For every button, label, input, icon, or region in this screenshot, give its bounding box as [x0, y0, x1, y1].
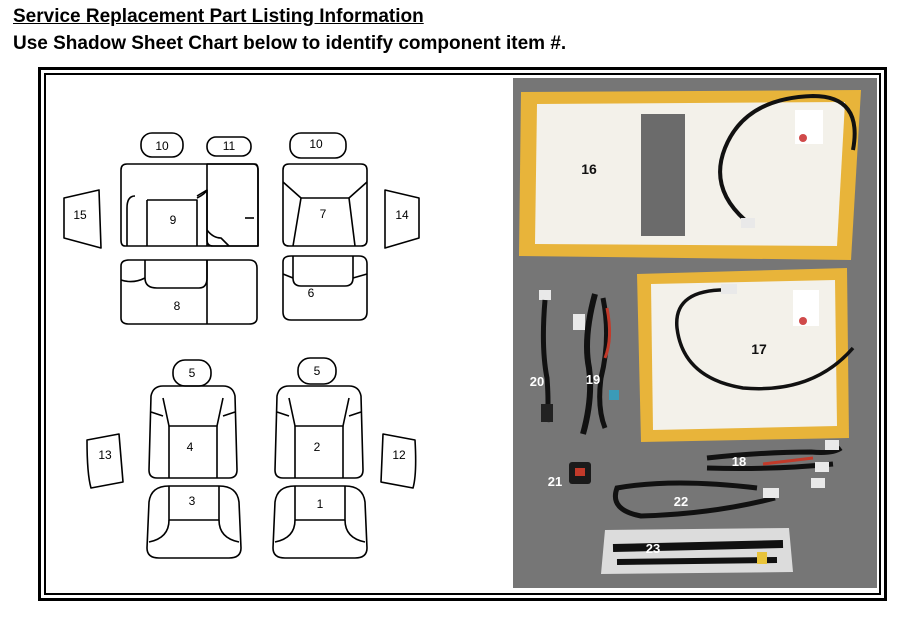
- rear-side-bolster-right: 14: [384, 189, 420, 249]
- front-side-bolster-left: 13: [86, 433, 124, 489]
- heater-pad-cushion: 17: [637, 268, 855, 442]
- rear-seatback-40: [206, 163, 259, 247]
- label-17: 17: [751, 341, 767, 357]
- harness-18: 18: [706, 440, 843, 472]
- shadow-sheet-diagram: 10 11 10 9: [49, 78, 513, 588]
- label-19: 19: [586, 372, 600, 387]
- page-title: Service Replacement Part Listing Informa…: [13, 6, 424, 27]
- label-5a: 5: [189, 366, 196, 380]
- parts-photo: 16 17 20 19: [513, 78, 877, 588]
- label-20: 20: [530, 374, 544, 389]
- harness-22: 22: [613, 478, 825, 519]
- label-18: 18: [732, 454, 746, 469]
- chart-inner-border: [44, 73, 881, 595]
- label-8: 8: [174, 299, 181, 313]
- front-headrest-right: 5: [297, 357, 337, 385]
- label-6: 6: [308, 286, 315, 300]
- harness-20: 20: [530, 290, 553, 423]
- front-side-bolster-right: 12: [380, 433, 417, 489]
- harness-19: 19: [573, 293, 619, 435]
- front-cushion-passenger: 3: [146, 485, 242, 559]
- label-13: 13: [98, 448, 112, 462]
- label-1: 1: [317, 497, 324, 511]
- label-12: 12: [392, 448, 406, 462]
- front-cushion-top-view: 6: [282, 255, 368, 321]
- chart-outer-border: [38, 67, 887, 601]
- rear-headrest-right: 10: [289, 132, 347, 159]
- label-3: 3: [189, 494, 196, 508]
- label-10b: 10: [309, 137, 323, 151]
- label-7: 7: [320, 207, 327, 221]
- front-seatback-passenger: 4: [148, 385, 238, 479]
- rear-cushion: 8: [120, 259, 258, 325]
- label-15: 15: [73, 208, 87, 222]
- label-16: 16: [581, 161, 597, 177]
- label-22: 22: [674, 494, 688, 509]
- label-9: 9: [170, 213, 177, 227]
- front-seatback-driver: 2: [274, 385, 364, 479]
- heater-pad-seatback: 16: [519, 90, 861, 260]
- switch-21: 21: [548, 462, 591, 489]
- rear-seatback-60: 9: [120, 163, 259, 247]
- hardware-bag-23: 23: [601, 528, 793, 574]
- front-cushion-driver: 1: [272, 485, 368, 559]
- rear-side-bolster-left: 15: [63, 189, 102, 249]
- label-21: 21: [548, 474, 562, 489]
- label-23: 23: [646, 541, 660, 556]
- label-11: 11: [223, 139, 236, 153]
- label-10a: 10: [155, 139, 169, 153]
- front-headrest-left: 5: [172, 359, 212, 387]
- page-subtitle: Use Shadow Sheet Chart below to identify…: [13, 33, 567, 54]
- front-seatback-rear-view: 7: [282, 163, 368, 247]
- label-14: 14: [395, 208, 409, 222]
- rear-headrest-left: 10: [140, 132, 184, 158]
- label-2: 2: [314, 440, 321, 454]
- rear-headrest-center: 11: [206, 136, 252, 157]
- label-4: 4: [187, 440, 194, 454]
- label-5b: 5: [314, 364, 321, 378]
